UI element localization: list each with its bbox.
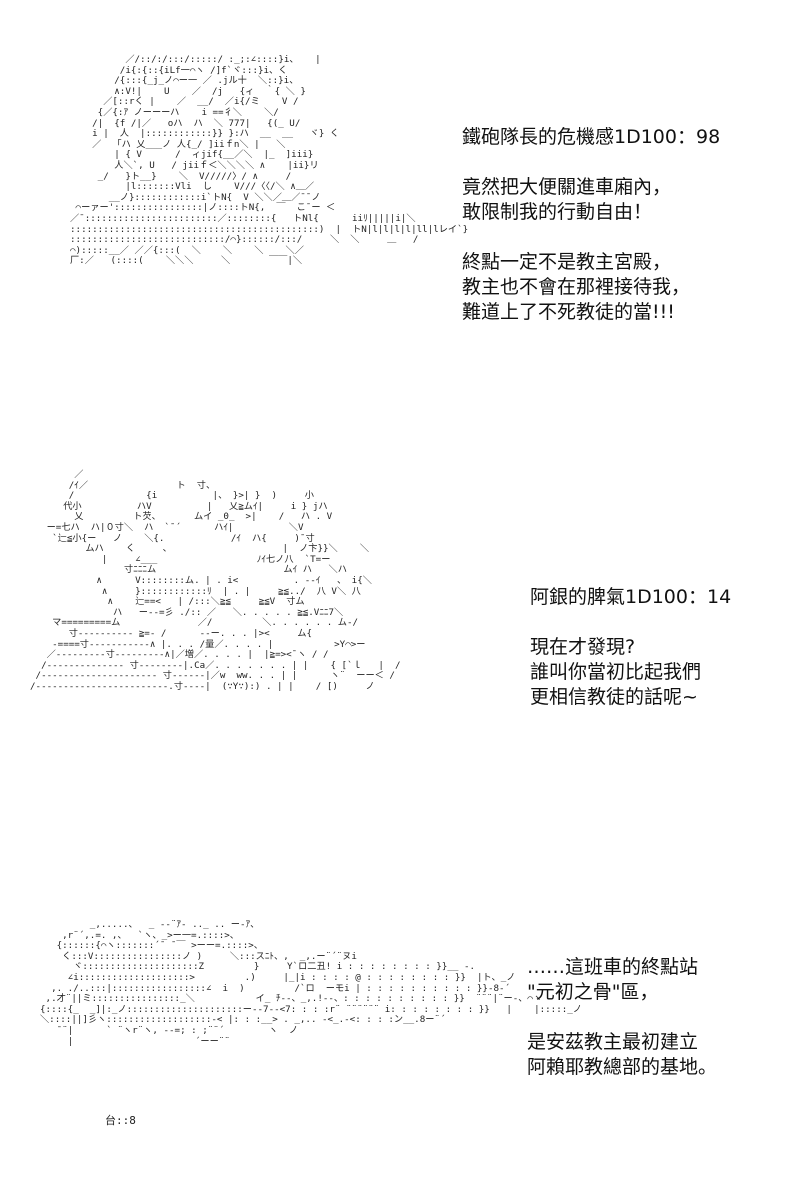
caption-line: "元初之骨"區， bbox=[527, 981, 659, 1003]
caption-1: 鐵砲隊長的危機感1D100：98 竟然把大便關進車廂內， 敢限制我的行動自由！ … bbox=[462, 125, 720, 325]
panel-2: ／ /ｲ／ ト 寸、 / {i |、 }>| } ) 小 代小 ハV | 乂≧ム… bbox=[0, 440, 800, 880]
caption-line: 是安茲教主最初建立 bbox=[527, 1031, 699, 1053]
ascii-art-character-1: ／/::/:/:::/:::::/ :_;:∠::::}i、 | /i{:{::… bbox=[70, 54, 469, 267]
caption-line: 敢限制我的行動自由！ bbox=[462, 201, 653, 223]
caption-line: 難道上了不死教徒的當!!! bbox=[462, 301, 675, 323]
ascii-art-character-2: ／ /ｲ／ ト 寸、 / {i |、 }>| } ) 小 代小 ハV | 乂≧ム… bbox=[30, 469, 401, 692]
caption-gap bbox=[527, 1005, 717, 1030]
panel-3: _,.....、 _ -‐¨ｱ- .._ .. ー-ｱ、 ,r¨´,.=. ,、… bbox=[0, 880, 800, 1200]
caption-gap bbox=[462, 225, 720, 250]
panel-1: ／/::/:/:::/:::::/ :_;:∠::::}i、 | /i{:{::… bbox=[0, 0, 800, 440]
caption-line: 阿銀的脾氣1D100：14 bbox=[530, 586, 732, 608]
ascii-signature: 台::8 bbox=[105, 1114, 136, 1127]
caption-2: 阿銀的脾氣1D100：14 現在才發現? 誰叫你當初比起我們 更相信教徒的話呢~ bbox=[530, 585, 731, 710]
caption-line: 阿賴耶教總部的基地。 bbox=[527, 1056, 718, 1078]
caption-line: 竟然把大便關進車廂內， bbox=[462, 176, 672, 198]
caption-line: 更相信教徒的話呢~ bbox=[530, 686, 698, 708]
caption-line: 終點一定不是教主宮殿， bbox=[462, 251, 672, 273]
caption-gap bbox=[530, 610, 731, 635]
caption-line: 現在才發現? bbox=[530, 636, 636, 658]
caption-line: 鐵砲隊長的危機感1D100：98 bbox=[462, 126, 721, 148]
caption-line: 教主也不會在那裡接待我， bbox=[462, 276, 691, 298]
caption-line: 誰叫你當初比起我們 bbox=[530, 661, 702, 683]
caption-3: ……這班車的終點站 "元初之骨"區， 是安茲教主最初建立 阿賴耶教總部的基地。 bbox=[527, 955, 717, 1080]
caption-line: ……這班車的終點站 bbox=[527, 956, 699, 978]
ascii-art-skull-terrain: _,.....、 _ -‐¨ｱ- .._ .. ー-ｱ、 ,r¨´,.=. ,、… bbox=[40, 919, 582, 1047]
caption-gap bbox=[462, 150, 720, 175]
